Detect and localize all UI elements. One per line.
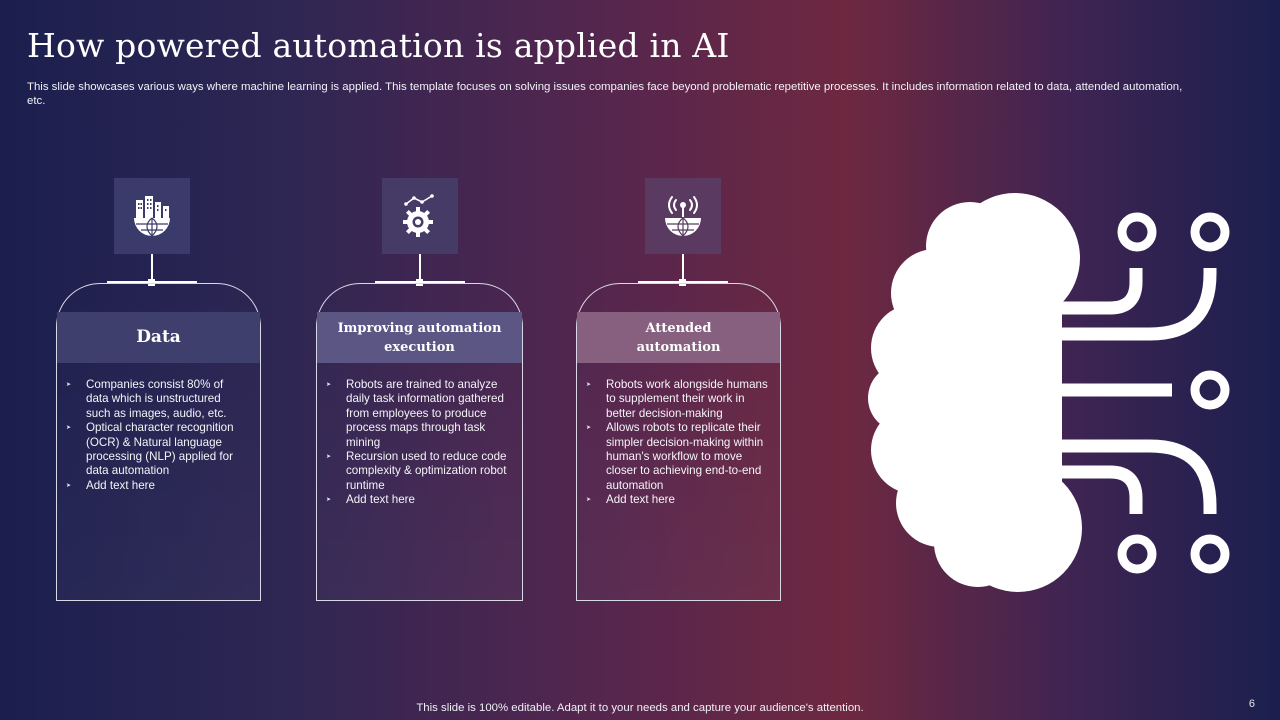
bullet-list: Robots are trained to analyze daily task…: [326, 378, 510, 508]
list-item: Robots work alongside humans to suppleme…: [586, 378, 768, 421]
connector-node: [416, 279, 423, 286]
connector-node: [148, 279, 155, 286]
list-item: Companies consist 80% of data which is u…: [66, 378, 248, 421]
icon-box-data: [114, 178, 190, 254]
gear-chart-icon: [403, 194, 434, 237]
slide-title: How powered automation is applied in AI: [27, 26, 730, 65]
list-item: Add text here: [586, 493, 768, 508]
card-data: Data Companies consist 80% of data which…: [56, 283, 261, 601]
page-number: 6: [1248, 698, 1255, 710]
slide-subtitle: This slide showcases various ways where …: [27, 81, 1183, 107]
list-item: Optical character recognition (OCR) & Na…: [66, 421, 248, 479]
icon-box-attended: [645, 178, 721, 254]
connector-line: [151, 254, 153, 282]
connector-line: [682, 254, 684, 282]
card-heading: Data: [57, 312, 260, 363]
icon-box-execution: [382, 178, 458, 254]
city-globe-icon: [134, 196, 170, 237]
list-item: Recursion used to reduce code complexity…: [326, 450, 510, 493]
list-item: Add text here: [66, 479, 248, 494]
card-heading: Improving automation execution: [317, 312, 522, 363]
connector-node: [679, 279, 686, 286]
slide-footer: This slide is 100% editable. Adapt it to…: [416, 702, 864, 714]
bullet-list: Robots work alongside humans to suppleme…: [586, 378, 768, 508]
brain-circuit-icon: [868, 193, 1230, 592]
list-item: Robots are trained to analyze daily task…: [326, 378, 510, 450]
card-improving-automation: Improving automation execution Robots ar…: [316, 283, 523, 601]
bullet-list: Companies consist 80% of data which is u…: [66, 378, 248, 494]
list-item: Allows robots to replicate their simpler…: [586, 421, 768, 493]
list-item: Add text here: [326, 493, 510, 508]
card-attended-automation: Attended automation Robots work alongsid…: [576, 283, 781, 601]
card-heading: Attended automation: [577, 312, 780, 363]
antenna-globe-icon: [665, 196, 701, 237]
connector-line: [419, 254, 421, 282]
